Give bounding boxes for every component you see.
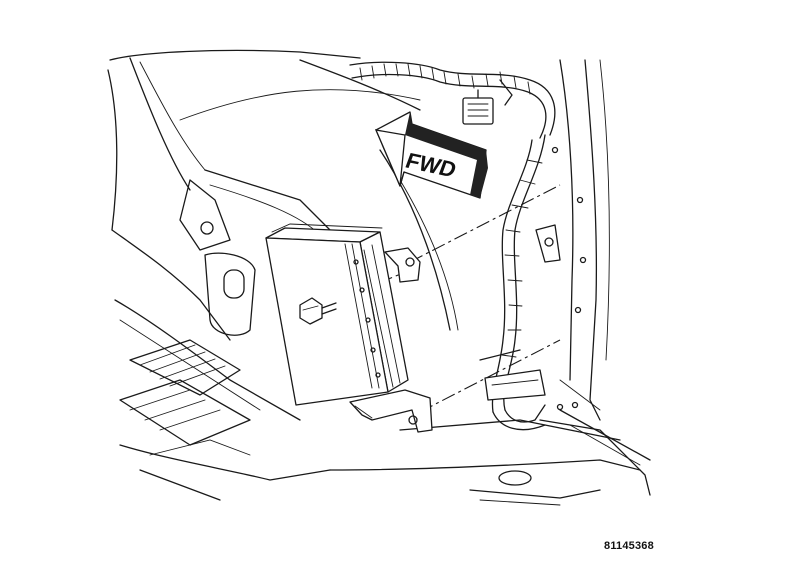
figure-number: 81145368 <box>604 540 654 552</box>
module-fastener <box>299 297 337 325</box>
fwd-direction-arrow: FWD <box>374 111 488 199</box>
wiring-harness <box>349 61 561 431</box>
electronic-module <box>265 223 433 433</box>
